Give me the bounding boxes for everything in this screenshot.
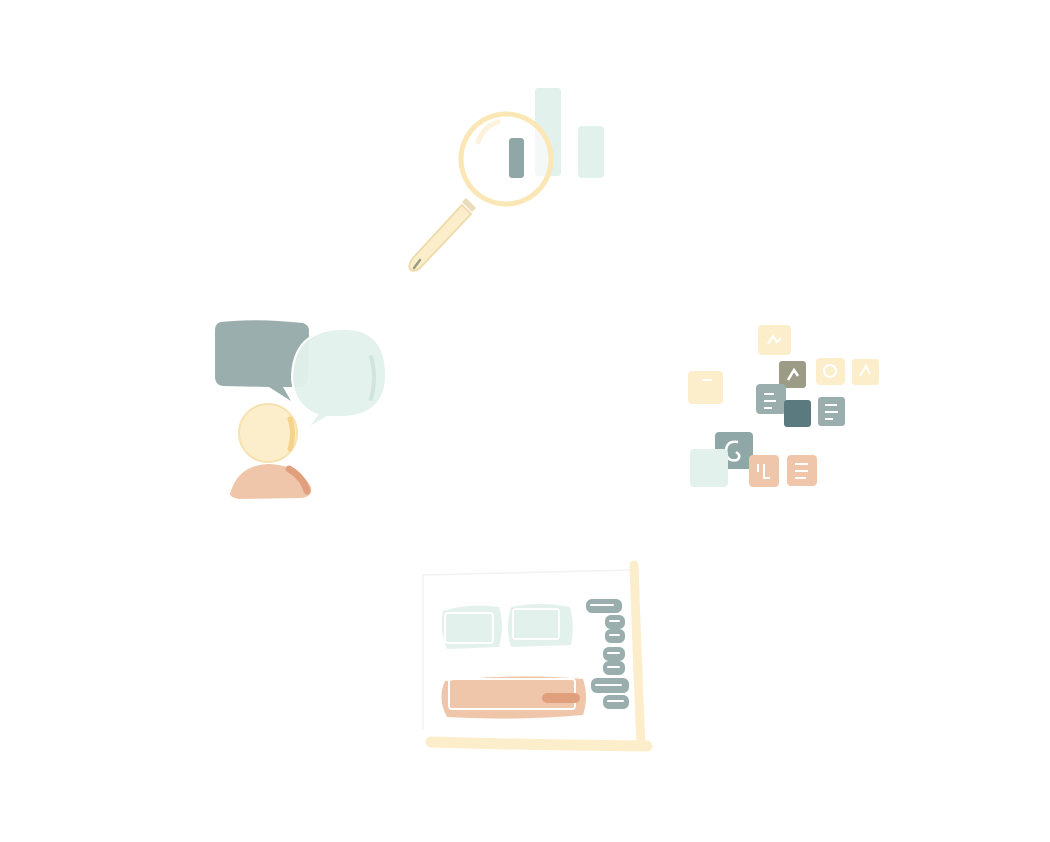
app-tile-icon <box>690 449 728 487</box>
board-card-mint <box>441 605 502 649</box>
speech-bubble-icon <box>215 320 309 401</box>
magnifier-glare <box>475 119 501 145</box>
app-tile-icon <box>784 400 811 427</box>
tile-glyph <box>786 367 800 381</box>
tile-glyph <box>764 393 776 409</box>
magnifier-lens <box>458 111 554 207</box>
app-tile-icon <box>816 358 845 385</box>
board-pill-highlights <box>590 604 624 702</box>
board-frame <box>422 569 631 730</box>
board-card-mint-outline <box>512 608 560 640</box>
tile-glyph <box>825 404 838 420</box>
board-card-mint <box>508 604 573 647</box>
magnifier-neck <box>462 198 476 212</box>
tile-glyph <box>767 334 782 345</box>
app-tile-icon <box>756 384 786 414</box>
magnifier-bar-chart-icon <box>408 88 604 272</box>
person-speech-bubbles-icon <box>215 320 388 499</box>
magnifier-handle-shadow <box>412 258 422 270</box>
tile-glyph <box>823 364 837 378</box>
analysis-illustration <box>400 80 620 280</box>
chart-bar-medium <box>578 126 604 178</box>
tile-glyph <box>724 440 741 462</box>
app-tile-icon <box>852 359 879 385</box>
app-tiles-illustration <box>680 318 890 498</box>
board-card-mint-outline <box>444 612 494 644</box>
board-axis-vertical <box>629 560 646 750</box>
app-tile-cluster-icon <box>688 325 879 487</box>
thought-bubble-highlight <box>369 355 376 401</box>
person-head-shade <box>287 416 295 452</box>
app-tile-icon <box>688 371 723 404</box>
board-illustration <box>415 555 665 760</box>
person-body-shade <box>285 465 311 495</box>
chart-bar-magnified <box>509 138 524 178</box>
tile-glyph <box>859 363 871 377</box>
tile-glyph <box>795 463 808 479</box>
person-head <box>238 403 298 463</box>
board-axis-horizontal <box>425 736 653 752</box>
kanban-board-icon <box>422 560 653 752</box>
conversation-illustration <box>205 315 395 505</box>
tile-glyph <box>757 464 770 479</box>
thought-bubble-icon <box>290 327 388 430</box>
magnifier-handle <box>408 203 473 272</box>
